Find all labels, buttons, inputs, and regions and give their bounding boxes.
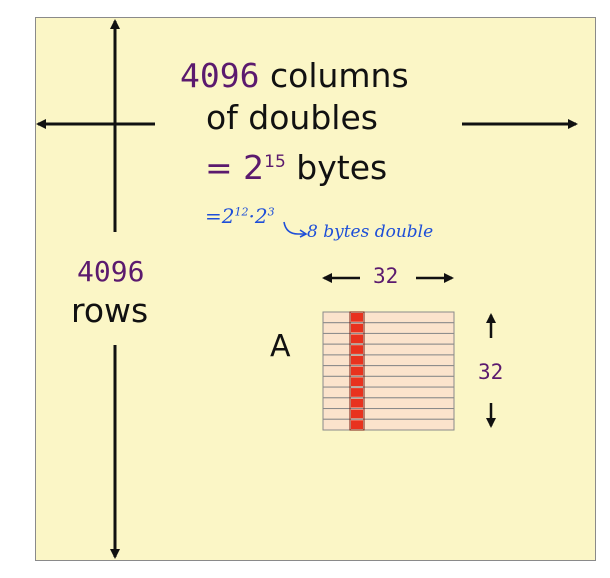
hand-a-exp: 12 xyxy=(234,205,249,219)
highlighted-column-cell xyxy=(351,345,363,354)
rows-count: 4096 xyxy=(77,255,145,288)
hand-b-exp: 3 xyxy=(267,205,275,219)
bytes-eq: = xyxy=(205,148,233,187)
matrix-tile xyxy=(322,311,455,431)
columns-label: columns xyxy=(269,56,409,95)
bytes-exp: 15 xyxy=(264,152,286,172)
highlighted-column-cell xyxy=(351,313,363,322)
tile-row xyxy=(322,365,455,377)
handwritten-equation: =212·23 xyxy=(205,204,275,228)
highlighted-column-cell xyxy=(351,398,363,408)
handwritten-note: 8 bytes double xyxy=(307,222,434,242)
tile-row xyxy=(322,408,455,420)
tile-row xyxy=(322,397,455,410)
hand-eq: = xyxy=(205,204,222,228)
columns-label-line2: of doubles xyxy=(206,98,378,137)
tile-row xyxy=(322,354,455,367)
highlighted-column-cell xyxy=(351,323,363,333)
highlighted-column-cell xyxy=(351,420,363,429)
highlighted-column-cell xyxy=(351,366,363,376)
matrix-name: A xyxy=(270,329,291,364)
tile-height-label: 32 xyxy=(478,360,504,384)
tile-row xyxy=(322,332,455,345)
rows-label: rows xyxy=(71,291,149,330)
tile-row xyxy=(322,375,455,388)
hand-dot: · xyxy=(248,204,255,228)
bytes-unit: bytes xyxy=(296,148,388,187)
bytes-line: = 215 bytes xyxy=(205,148,387,187)
tile-row xyxy=(322,322,455,334)
highlighted-column-cell xyxy=(351,334,363,344)
hand-b-base: 2 xyxy=(254,204,268,228)
highlighted-column-cell xyxy=(351,355,363,365)
columns-title: 4096 columns xyxy=(180,56,409,95)
tile-row xyxy=(322,343,455,356)
highlighted-column-cell xyxy=(351,409,363,419)
highlighted-column xyxy=(349,311,365,431)
highlighted-column-cell xyxy=(351,377,363,387)
tile-row xyxy=(322,386,455,399)
tile-width-label: 32 xyxy=(373,264,399,288)
highlighted-column-cell xyxy=(351,388,363,397)
tile-row xyxy=(322,311,455,324)
hand-a-base: 2 xyxy=(221,204,235,228)
hook-arrow xyxy=(283,221,306,235)
diagram-panel xyxy=(35,17,596,561)
columns-count: 4096 xyxy=(180,56,260,95)
bytes-base: 2 xyxy=(243,148,265,187)
tile-row xyxy=(322,418,455,431)
